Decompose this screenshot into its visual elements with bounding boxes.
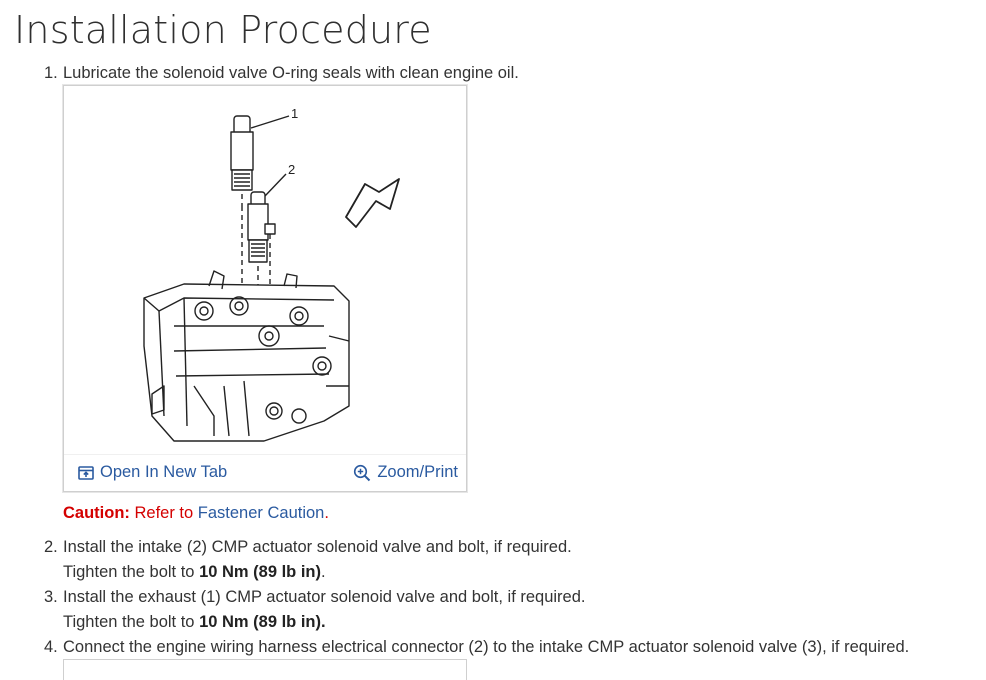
step-1: 1. Lubricate the solenoid valve O-ring se… xyxy=(44,61,519,85)
callout-1: 1 xyxy=(291,106,298,121)
step-text: Install the exhaust (1) CMP actuator sol… xyxy=(63,588,586,606)
figure-solenoid-valve: 1 2 Open In New Tab Zoom/Print xyxy=(63,85,467,492)
torque-prefix: Tighten the bolt to xyxy=(63,563,200,581)
step-2: 2. Install the intake (2) CMP actuator so… xyxy=(44,535,572,559)
caution-end: . xyxy=(324,504,329,522)
open-new-tab-link[interactable]: Open In New Tab xyxy=(78,463,227,482)
step-number: 1. xyxy=(44,64,58,82)
caution-label: Caution: xyxy=(63,504,130,522)
caution-text: Refer to xyxy=(129,504,198,522)
figure-actions: Open In New Tab Zoom/Print xyxy=(64,454,466,491)
torque-spec-1: Tighten the bolt to 10 Nm (89 lb in). xyxy=(63,560,326,584)
step-4: 4. Connect the engine wiring harness elec… xyxy=(44,635,909,659)
callout-2: 2 xyxy=(288,162,295,177)
caution-note: Caution: Refer to Fastener Caution. xyxy=(63,501,329,525)
torque-value: 10 Nm (89 lb in) xyxy=(199,563,322,581)
step-number: 4. xyxy=(44,638,58,656)
zoom-in-icon xyxy=(354,464,371,481)
torque-spec-2: Tighten the bolt to 10 Nm (89 lb in). xyxy=(63,610,326,634)
torque-suffix: . xyxy=(321,563,326,581)
torque-value: 10 Nm (89 lb in). xyxy=(199,613,326,631)
open-new-tab-label: Open In New Tab xyxy=(100,463,228,481)
torque-prefix: Tighten the bolt to xyxy=(63,613,200,631)
engine-illustration: 1 2 xyxy=(143,106,400,442)
zoom-print-link[interactable]: Zoom/Print xyxy=(353,463,458,482)
step-number: 2. xyxy=(44,538,58,556)
step-text: Install the intake (2) CMP actuator sole… xyxy=(63,538,572,556)
fastener-caution-link[interactable]: Fastener Caution xyxy=(197,504,325,522)
open-new-tab-icon xyxy=(78,465,94,480)
step-number: 3. xyxy=(44,588,58,606)
step-text: Lubricate the solenoid valve O-ring seal… xyxy=(63,64,519,82)
step-3: 3. Install the exhaust (1) CMP actuator s… xyxy=(44,585,585,609)
step-text: Connect the engine wiring harness electr… xyxy=(63,638,910,656)
page-title: Installation Procedure xyxy=(14,8,432,52)
zoom-print-label: Zoom/Print xyxy=(377,463,458,481)
